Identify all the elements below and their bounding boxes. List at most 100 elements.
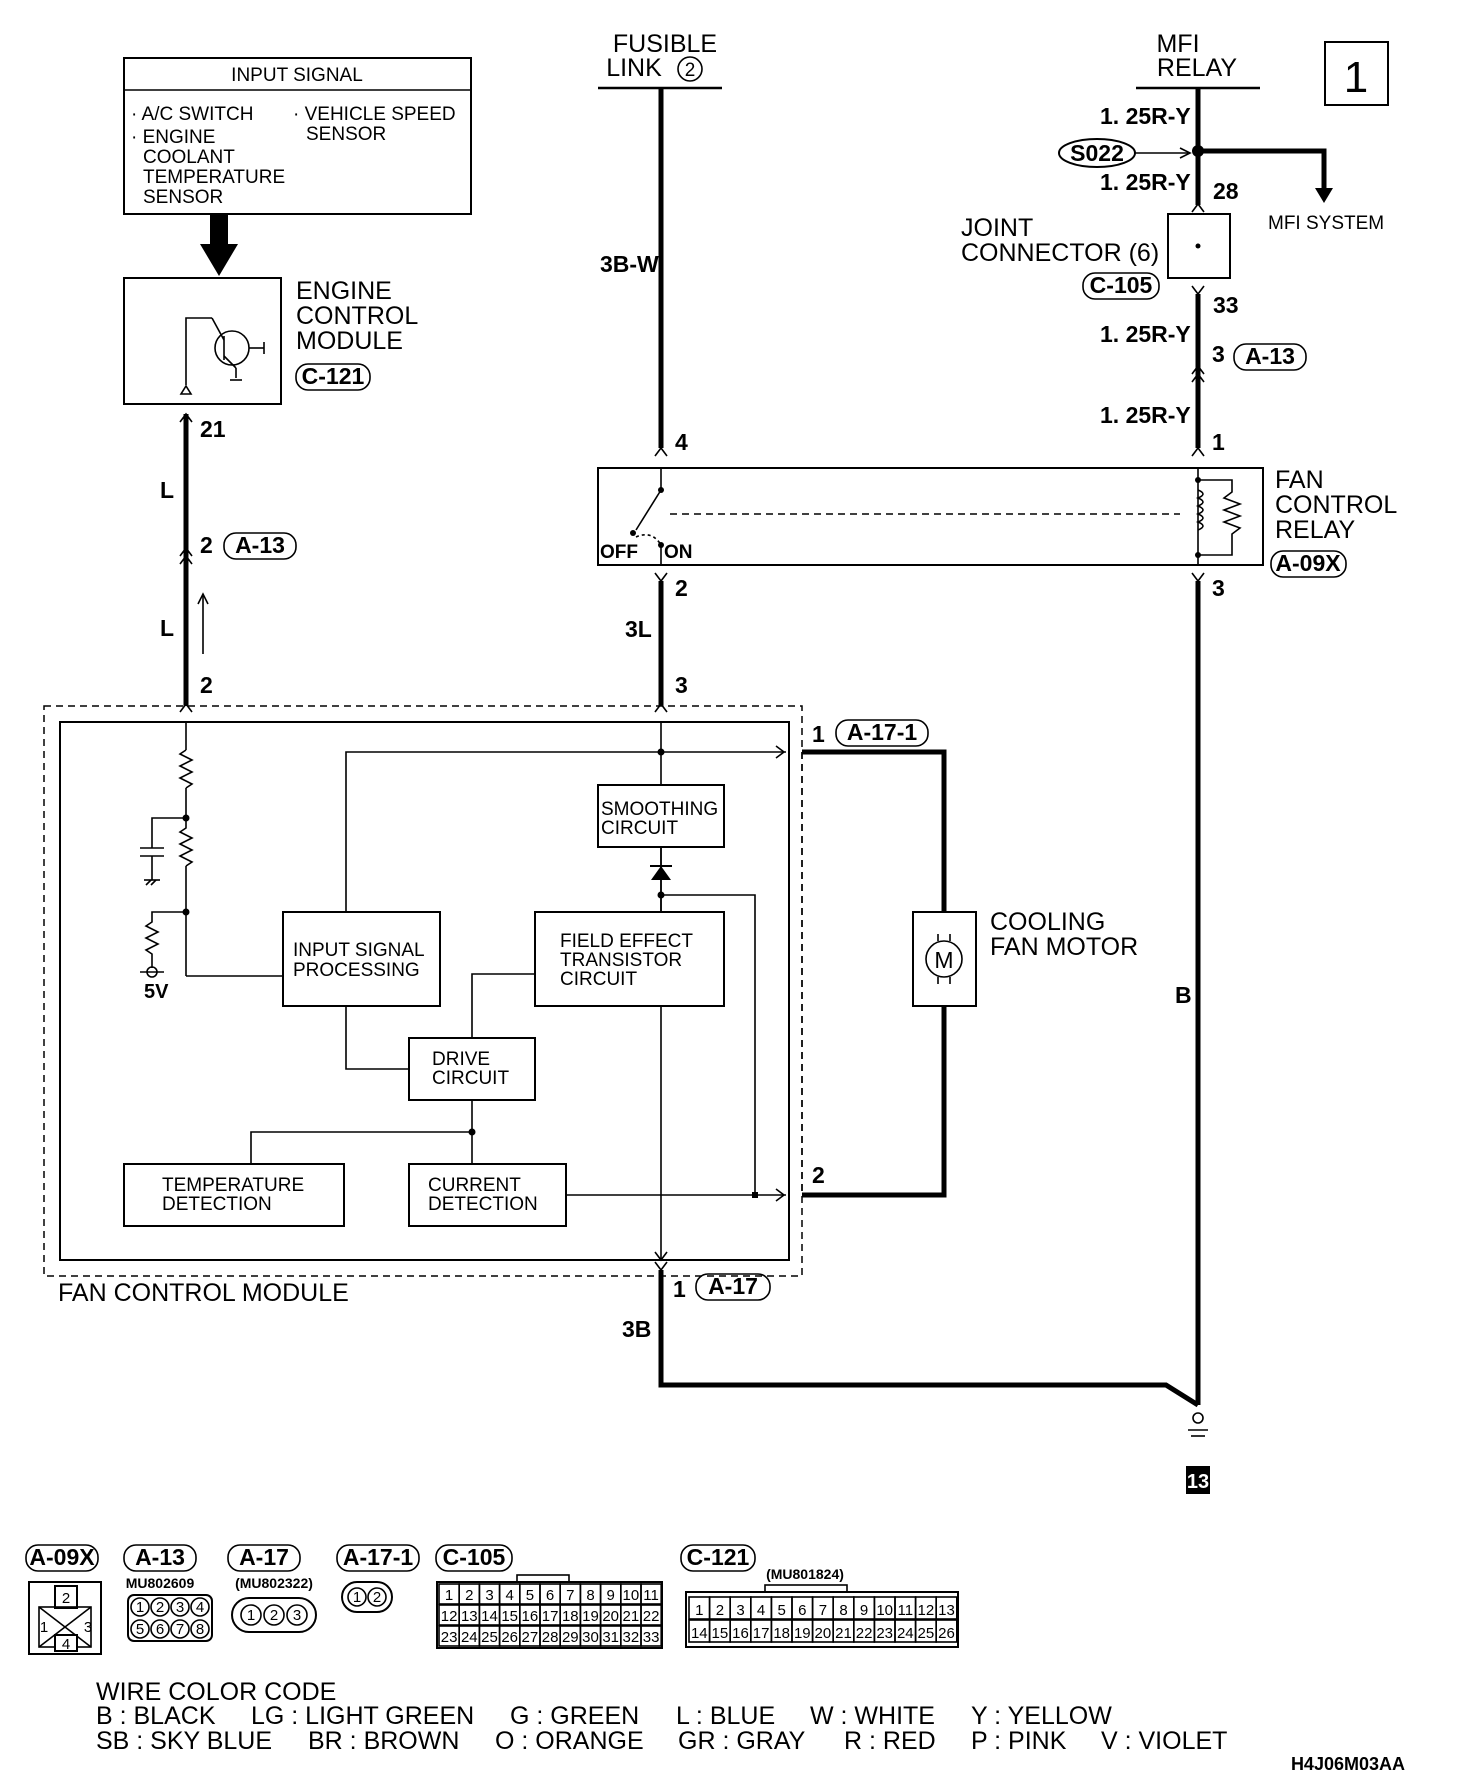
fcm-pin: 1 [812, 721, 825, 747]
input-signal-item: · ENGINE [131, 127, 215, 148]
legend-pin: 2 [270, 1607, 278, 1624]
legend-part: (MU802322) [235, 1575, 313, 1591]
block-label: CIRCUIT [601, 818, 678, 839]
wire-color-code: WIRE COLOR CODE B : BLACK LG : LIGHT GRE… [96, 1678, 1227, 1755]
legend-connector-name: A-17-1 [343, 1544, 414, 1570]
wire-code: 3L [625, 616, 652, 642]
legend-pin: 4 [506, 1587, 514, 1604]
legend-pin: 5 [136, 1621, 144, 1638]
fcm-pin: 1 [673, 1276, 686, 1302]
wire-code: 3B [622, 1316, 651, 1342]
block-label: DETECTION [428, 1194, 538, 1215]
legend-pin-cell [640, 1583, 663, 1605]
ecm-pin: 21 [200, 416, 226, 442]
legend-pin: 23 [876, 1625, 893, 1642]
a13-pin: 3 [1212, 341, 1225, 367]
wire-code: 1. 25R-Y [1100, 321, 1191, 347]
legend-pin-cell [935, 1619, 958, 1643]
legend-pin-socket [240, 1604, 262, 1626]
fusible-link: FUSIBLE LINK 2 3B-W 4 [598, 30, 722, 457]
wcc-title: WIRE COLOR CODE [96, 1678, 336, 1706]
fusible-number: 2 [685, 60, 696, 81]
ground-number: 13 [1187, 1471, 1209, 1493]
legend-pin: 16 [732, 1625, 749, 1642]
block-label: CURRENT [428, 1175, 521, 1196]
legend-pin: 6 [798, 1602, 806, 1619]
legend-pin: 13 [938, 1602, 955, 1619]
legend-pin: 14 [481, 1608, 498, 1625]
wire-code: 1. 25R-Y [1100, 402, 1191, 428]
wire-code: L [160, 615, 174, 641]
a13-connector: A-13 [1245, 343, 1295, 369]
input-signal-item: · VEHICLE SPEED [293, 104, 456, 125]
legend-pin: 19 [582, 1608, 599, 1625]
wcc-entry: O : ORANGE [495, 1727, 644, 1755]
legend-pin-socket [150, 1619, 170, 1639]
fan-control-module: FAN CONTROL MODULE 5V INPUT SIGNAL PROCE… [43, 705, 803, 1307]
page-number-box: 1 [1324, 41, 1389, 106]
legend-pin-socket [130, 1619, 150, 1639]
legend-pin: 18 [562, 1608, 579, 1625]
relay-off: OFF [600, 542, 638, 563]
legend-pin-socket [263, 1604, 285, 1626]
relay-pin: 4 [675, 429, 688, 455]
legend-pin-cell [935, 1596, 958, 1620]
input-signal-item: SENSOR [143, 187, 223, 208]
legend-pin: 19 [794, 1625, 811, 1642]
legend-pin: 1 [136, 1599, 144, 1616]
ecm-label: MODULE [296, 327, 403, 355]
legend-connector-name: C-105 [443, 1544, 506, 1570]
legend-pin-socket [150, 1597, 170, 1617]
legend-pin: 24 [897, 1625, 914, 1642]
legend-part: MU802609 [126, 1575, 195, 1591]
legend-pin: 2 [716, 1602, 724, 1619]
legend-pin: 4 [62, 1636, 70, 1653]
legend-pin: 3 [176, 1599, 184, 1616]
legend-pin: 22 [856, 1625, 873, 1642]
legend-pin: 10 [876, 1602, 893, 1619]
legend-pin: 8 [196, 1621, 204, 1638]
ecm-wire: 21 L 2 A-13 L 2 [160, 412, 297, 713]
legend-pin: 12 [441, 1608, 458, 1625]
ecm-connector: C-121 [302, 363, 365, 389]
joint-label: CONNECTOR (6) [961, 239, 1159, 267]
wcc-entry: W : WHITE [810, 1702, 935, 1730]
input-signal-title: INPUT SIGNAL [231, 65, 363, 86]
legend-pin: 17 [542, 1608, 559, 1625]
legend-pin: 21 [835, 1625, 852, 1642]
legend-pin: 21 [623, 1608, 640, 1625]
fan-control-relay: OFF ON FAN CONTROL RELAY A-09X [597, 466, 1397, 578]
legend-pin-socket [367, 1587, 387, 1607]
legend-pin: 26 [938, 1625, 955, 1642]
relay-pin: 3 [1212, 575, 1225, 601]
legend-pin: 23 [441, 1629, 458, 1646]
figure-code: H4J06M03AA [1291, 1754, 1405, 1774]
legend-pin: 3 [485, 1587, 493, 1604]
legend-pin: 18 [773, 1625, 790, 1642]
legend-pin: 2 [373, 1589, 381, 1606]
legend-pin: 17 [753, 1625, 770, 1642]
mfi-label: RELAY [1157, 54, 1237, 82]
legend-pin: 22 [643, 1608, 660, 1625]
mfi-label: MFI [1156, 30, 1199, 58]
fcm-label: FAN CONTROL MODULE [58, 1279, 349, 1307]
legend-pin: 31 [602, 1629, 619, 1646]
fcm-pin: 2 [812, 1162, 825, 1188]
legend-pin: 3 [84, 1619, 92, 1636]
wcc-entry: G : GREEN [510, 1702, 639, 1730]
wcc-entry: SB : SKY BLUE [96, 1727, 272, 1755]
legend-part: (MU801824) [766, 1566, 844, 1582]
legend-pin: 33 [643, 1629, 660, 1646]
block-label: DRIVE [432, 1049, 490, 1070]
legend-pin: 7 [819, 1602, 827, 1619]
legend-pin: 24 [461, 1629, 478, 1646]
wire-code: B [1175, 982, 1192, 1008]
legend-pin: 32 [623, 1629, 640, 1646]
wcc-entry: V : VIOLET [1101, 1727, 1227, 1755]
relay-label: RELAY [1275, 516, 1355, 544]
block-label: TRANSISTOR [560, 950, 682, 971]
splice: S022 [1070, 140, 1124, 166]
joint-pin: 33 [1213, 292, 1239, 318]
